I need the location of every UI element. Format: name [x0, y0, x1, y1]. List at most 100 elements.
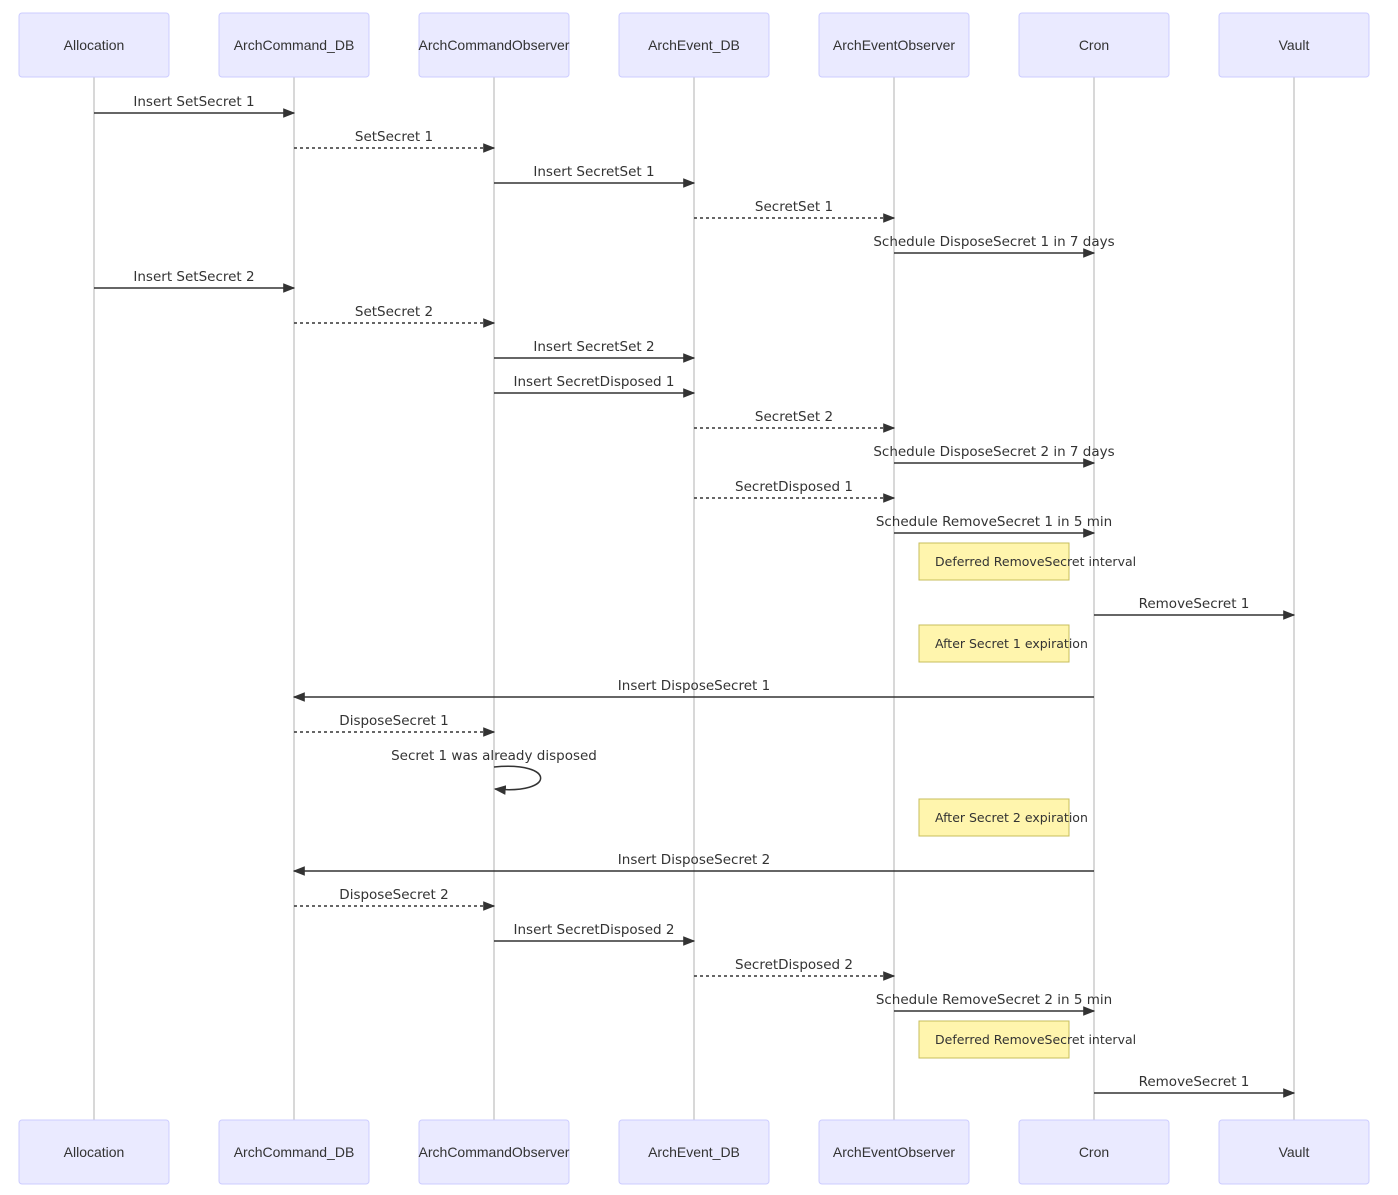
- participant-bottom-archeventobserver: ArchEventObserver: [818, 1119, 970, 1185]
- self-message-label: Secret 1 was already disposed: [391, 748, 597, 764]
- message: RemoveSecret 1: [1094, 596, 1296, 620]
- participant-box: [18, 12, 170, 78]
- message: DisposeSecret 2: [294, 887, 496, 911]
- participant-label: Allocation: [64, 37, 125, 53]
- participant-label: ArchCommand_DB: [234, 37, 355, 53]
- message: Insert SetSecret 1: [94, 94, 296, 118]
- message: SetSecret 1: [294, 129, 496, 153]
- message-label: RemoveSecret 1: [1139, 596, 1250, 612]
- participant-label: ArchEventObserver: [833, 37, 955, 53]
- message-label: Schedule DisposeSecret 2 in 7 days: [873, 444, 1114, 460]
- participant-bottom-archcommandobserver: ArchCommandObserver: [418, 1119, 570, 1185]
- message-label: SecretSet 2: [755, 409, 833, 425]
- participant-label: ArchEvent_DB: [648, 37, 740, 53]
- participant-label: ArchCommandObserver: [419, 1144, 570, 1160]
- participant-box: [1218, 1119, 1370, 1185]
- message-label: Insert SetSecret 2: [133, 269, 254, 285]
- message: Schedule RemoveSecret 2 in 5 min: [876, 992, 1112, 1016]
- participant-box: [618, 1119, 770, 1185]
- message: Insert DisposeSecret 2: [292, 852, 1094, 876]
- participant-box: [418, 12, 570, 78]
- note-box: [918, 798, 1070, 837]
- message: SecretSet 2: [694, 409, 896, 433]
- message: Insert DisposeSecret 1: [292, 678, 1094, 702]
- note-text: After Secret 1 expiration: [935, 636, 1088, 651]
- participant-box: [218, 12, 370, 78]
- participant-top-archcommand-db: ArchCommand_DB: [218, 12, 370, 78]
- participant-bottom-archcommand-db: ArchCommand_DB: [218, 1119, 370, 1185]
- note-box: [918, 624, 1070, 663]
- message-label: Schedule DisposeSecret 1 in 7 days: [873, 234, 1114, 250]
- participant-top-cron: Cron: [1018, 12, 1170, 78]
- participant-box: [1018, 1119, 1170, 1185]
- participant-label: ArchEvent_DB: [648, 1144, 740, 1160]
- participant-label: ArchEventObserver: [833, 1144, 955, 1160]
- message: Insert SecretDisposed 1: [494, 374, 696, 398]
- message: SecretDisposed 2: [694, 957, 896, 981]
- participant-box: [418, 1119, 570, 1185]
- message: Insert SecretSet 1: [494, 164, 696, 188]
- message: Schedule DisposeSecret 2 in 7 days: [873, 444, 1115, 468]
- message: DisposeSecret 1: [294, 713, 496, 737]
- participant-bottom-archevent-db: ArchEvent_DB: [618, 1119, 770, 1185]
- note: After Secret 2 expiration: [918, 798, 1088, 837]
- message-label: RemoveSecret 1: [1139, 1074, 1250, 1090]
- message-label: SecretDisposed 1: [735, 479, 853, 495]
- participant-top-allocation: Allocation: [18, 12, 170, 78]
- message-label: Insert SecretSet 1: [533, 164, 654, 180]
- message-label: SetSecret 2: [355, 304, 433, 320]
- message-label: SetSecret 1: [355, 129, 433, 145]
- note-text: Deferred RemoveSecret interval: [935, 554, 1136, 569]
- message: Insert SetSecret 2: [94, 269, 296, 293]
- message-label: DisposeSecret 2: [339, 887, 448, 903]
- note: Deferred RemoveSecret interval: [918, 542, 1136, 581]
- messages: Insert SetSecret 1 SetSecret 1 Insert Secr…: [94, 94, 1296, 1098]
- participant-top-vault: Vault: [1218, 12, 1370, 78]
- participant-label: Vault: [1279, 1144, 1310, 1160]
- participant-box: [218, 1119, 370, 1185]
- message: Insert SecretDisposed 2: [494, 922, 696, 946]
- message-label: Insert SecretSet 2: [533, 339, 654, 355]
- self-message: Secret 1 was already disposed: [391, 748, 597, 795]
- participant-box: [18, 1119, 170, 1185]
- participant-top-archcommandobserver: ArchCommandObserver: [418, 12, 570, 78]
- message: SetSecret 2: [294, 304, 496, 328]
- self-message-arrow: [493, 765, 542, 795]
- message-label: Schedule RemoveSecret 1 in 5 min: [876, 514, 1112, 530]
- participant-label: Allocation: [64, 1144, 125, 1160]
- message: Insert SecretSet 2: [494, 339, 696, 363]
- participant-label: Vault: [1279, 37, 1310, 53]
- participant-box: [618, 12, 770, 78]
- message-label: Insert DisposeSecret 1: [618, 678, 770, 694]
- participant-box: [1018, 12, 1170, 78]
- message-label: SecretSet 1: [755, 199, 833, 215]
- participant-label: ArchCommandObserver: [419, 37, 570, 53]
- note-text: After Secret 2 expiration: [935, 810, 1088, 825]
- message-label: Insert SetSecret 1: [133, 94, 254, 110]
- participant-bottom-allocation: Allocation: [18, 1119, 170, 1185]
- participant-top-archeventobserver: ArchEventObserver: [818, 12, 970, 78]
- note-text: Deferred RemoveSecret interval: [935, 1032, 1136, 1047]
- message: RemoveSecret 1: [1094, 1074, 1296, 1098]
- participant-label: Cron: [1079, 37, 1109, 53]
- participant-top-archevent-db: ArchEvent_DB: [618, 12, 770, 78]
- note-box: [918, 542, 1070, 581]
- message-label: Insert SecretDisposed 2: [514, 922, 675, 938]
- note-box: [918, 1020, 1070, 1059]
- message: SecretDisposed 1: [694, 479, 896, 503]
- message: Schedule DisposeSecret 1 in 7 days: [873, 234, 1115, 258]
- message: SecretSet 1: [694, 199, 896, 223]
- participant-bottom-cron: Cron: [1018, 1119, 1170, 1185]
- participant-label: Cron: [1079, 1144, 1109, 1160]
- message-label: Insert SecretDisposed 1: [514, 374, 675, 390]
- participant-label: ArchCommand_DB: [234, 1144, 355, 1160]
- participant-box: [818, 1119, 970, 1185]
- participant-bottom-vault: Vault: [1218, 1119, 1370, 1185]
- note: After Secret 1 expiration: [918, 624, 1088, 663]
- message-label: DisposeSecret 1: [339, 713, 448, 729]
- message: Schedule RemoveSecret 1 in 5 min: [876, 514, 1112, 538]
- note: Deferred RemoveSecret interval: [918, 1020, 1136, 1059]
- message-label: Schedule RemoveSecret 2 in 5 min: [876, 992, 1112, 1008]
